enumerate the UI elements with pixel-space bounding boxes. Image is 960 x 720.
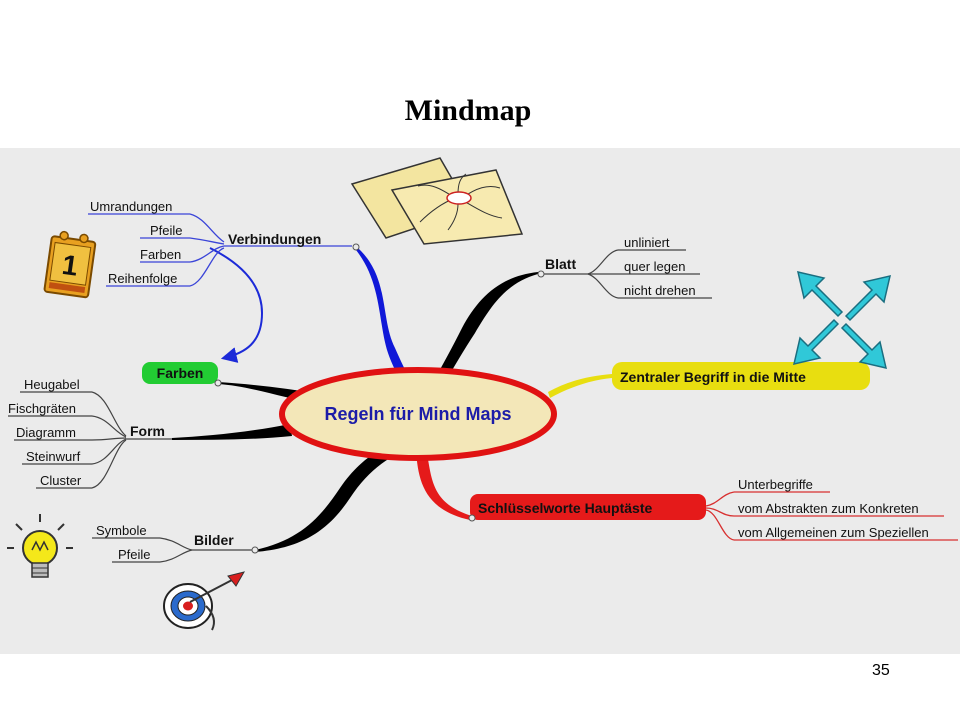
blatt-child-1: unliniert — [624, 235, 670, 250]
bilder-child-1: Symbole — [96, 523, 147, 538]
verbindungen-child-3: Farben — [140, 247, 181, 262]
schluessel-children-lines — [705, 491, 958, 541]
schluessel-child-3: vom Allgemeinen zum Speziellen — [738, 525, 929, 540]
form-children-lines — [8, 391, 172, 489]
mindmap-papers-icon — [350, 157, 524, 245]
verbindungen-children-lines — [88, 213, 352, 287]
slide-title: Mindmap — [404, 94, 532, 127]
connection-arrow — [209, 247, 264, 363]
blatt-node — [537, 270, 545, 278]
form-child-4: Steinwurf — [26, 449, 81, 464]
verbindungen-node — [352, 243, 360, 251]
schluessel-node — [468, 514, 476, 522]
form-child-3: Diagramm — [16, 425, 76, 440]
branch-verbindungen-line — [356, 248, 415, 391]
arrows-cross-icon — [792, 270, 892, 370]
branch-verbindungen-label: Verbindungen — [228, 231, 321, 247]
branch-zentral-label: Zentraler Begriff in die Mitte — [620, 369, 806, 385]
schluessel-child-2: vom Abstrakten zum Konkreten — [738, 501, 919, 516]
target-icon — [163, 571, 246, 631]
bilder-children-lines — [92, 537, 252, 563]
calendar-number: 1 — [60, 249, 80, 282]
branch-farben-box — [142, 362, 218, 384]
bilder-node — [251, 546, 259, 554]
branch-form-label: Form — [130, 423, 165, 439]
verbindungen-child-1: Umrandungen — [90, 199, 172, 214]
form-child-2: Fischgräten — [8, 401, 76, 416]
center-node — [279, 367, 557, 461]
branch-blatt-label: Blatt — [545, 256, 576, 272]
calendar-icon: 1 — [43, 230, 97, 299]
mindmap-diagram: Regeln für Mind Maps Verbindungen Umrand… — [7, 157, 958, 631]
branch-zentral-line — [548, 374, 612, 398]
lightbulb-icon — [7, 514, 73, 578]
page-number: 35 — [872, 662, 890, 679]
blatt-children-lines — [541, 249, 712, 299]
schluessel-child-1: Unterbegriffe — [738, 477, 813, 492]
farben-node — [214, 379, 222, 387]
verbindungen-child-2: Pfeile — [150, 223, 183, 238]
branch-form-line — [172, 424, 292, 440]
branch-blatt-line — [432, 272, 538, 388]
form-child-1: Heugabel — [24, 377, 80, 392]
branch-bilder-label: Bilder — [194, 532, 234, 548]
branch-schluessel-box — [470, 494, 706, 520]
verbindungen-child-4: Reihenfolge — [108, 271, 177, 286]
form-child-5: Cluster — [40, 473, 82, 488]
bilder-child-2: Pfeile — [118, 547, 151, 562]
blatt-child-2: quer legen — [624, 259, 685, 274]
mindmap-panel: Regeln für Mind Maps Verbindungen Umrand… — [0, 148, 960, 654]
branch-bilder-line — [255, 448, 390, 552]
branch-zentral-box — [612, 362, 870, 390]
branch-schluessel-label: Schlüsselworte Hauptäste — [478, 500, 652, 516]
blatt-child-3: nicht drehen — [624, 283, 696, 298]
branch-farben-label: Farben — [157, 365, 204, 381]
center-label: Regeln für Mind Maps — [324, 404, 511, 424]
